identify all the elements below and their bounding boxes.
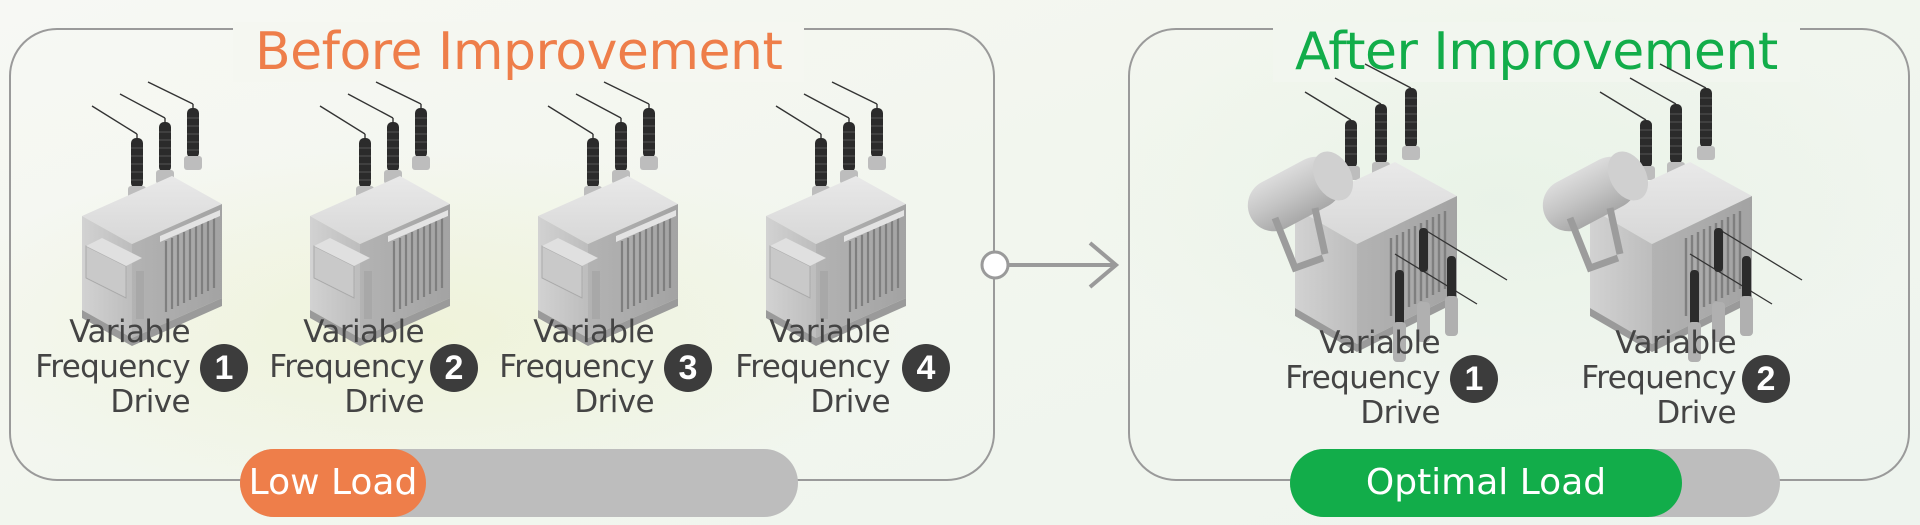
after-improvement-panel: After Improvement	[1128, 22, 1910, 481]
drive-number-badge: 2	[1742, 355, 1790, 403]
arrow-right-icon	[980, 241, 1120, 289]
transformer-icon	[1540, 58, 1820, 368]
drive-label-before-4: Variable Frequency Drive	[735, 314, 890, 420]
transformer-icon	[308, 80, 452, 348]
drive-label-before-1: Variable Frequency Drive	[35, 314, 190, 420]
drive-number-badge: 3	[664, 344, 712, 392]
drive-number-badge: 1	[1450, 355, 1498, 403]
transformer-icon	[764, 80, 908, 348]
load-bar-after: Optimal Load	[1290, 449, 1780, 517]
before-title: Before Improvement	[233, 22, 805, 82]
transformer-icon	[80, 80, 224, 348]
drive-number-badge: 1	[200, 344, 248, 392]
drive-label-before-2: Variable Frequency Drive	[269, 314, 424, 420]
drive-label-after-1: Variable Frequency Drive	[1285, 325, 1440, 431]
drive-label-before-3: Variable Frequency Drive	[499, 314, 654, 420]
drive-number-badge: 4	[902, 344, 950, 392]
drive-number-badge: 2	[430, 344, 478, 392]
optimal-load-indicator: Optimal Load	[1290, 449, 1682, 517]
low-load-indicator: Low Load	[240, 449, 426, 517]
load-bar-before: Low Load	[240, 449, 798, 517]
drive-label-after-2: Variable Frequency Drive	[1581, 325, 1736, 431]
before-improvement-panel: Before Improvement	[9, 22, 995, 481]
transformer-icon	[1245, 58, 1525, 368]
after-title: After Improvement	[1273, 22, 1800, 82]
transformer-icon	[536, 80, 680, 348]
